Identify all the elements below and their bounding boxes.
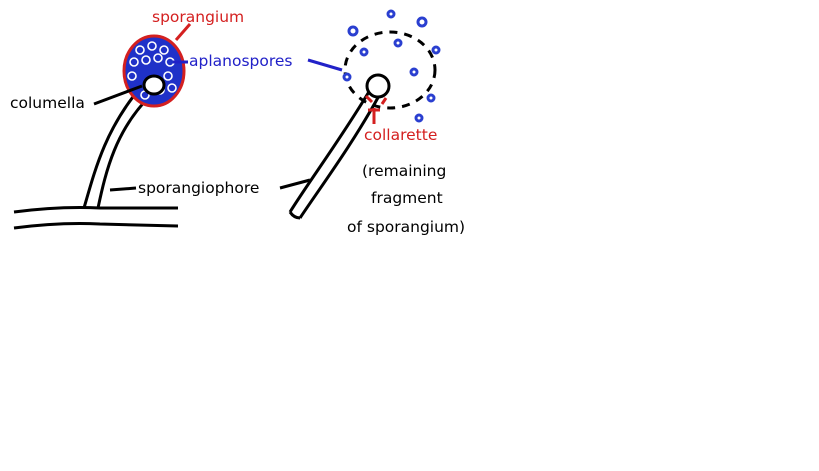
columella-pointer	[93, 84, 143, 106]
sporangiophore-label: sporangiophore	[138, 179, 259, 197]
remaining-fragment-line3: of sporangium)	[347, 218, 465, 236]
aplanospores-label: aplanospores	[189, 52, 293, 70]
columella	[142, 74, 166, 96]
collarette-pointer	[368, 108, 380, 124]
sporangium-label: sporangium	[152, 8, 244, 26]
remaining-fragment-line1: (remaining	[362, 162, 446, 180]
sporangium-pointer	[174, 23, 192, 41]
collarette-label: collarette	[364, 126, 437, 144]
sporangiophore-pointer-left	[109, 186, 137, 192]
released-aplanospores	[342, 9, 441, 123]
sporangiophore-pointer-right	[279, 178, 311, 190]
left-sporangiophore-stalk	[82, 87, 152, 209]
collarette-marks	[364, 94, 388, 105]
aplanospores-pointer-right	[307, 58, 343, 72]
columella-label: columella	[10, 94, 85, 112]
remaining-fragment-line2: fragment	[371, 189, 443, 207]
former-sporangium-wall	[343, 30, 437, 110]
right-columella	[365, 73, 391, 99]
right-sporangiophore-stalk	[288, 89, 382, 219]
right-stalk-base	[288, 211, 301, 220]
left-hypha	[13, 206, 179, 230]
